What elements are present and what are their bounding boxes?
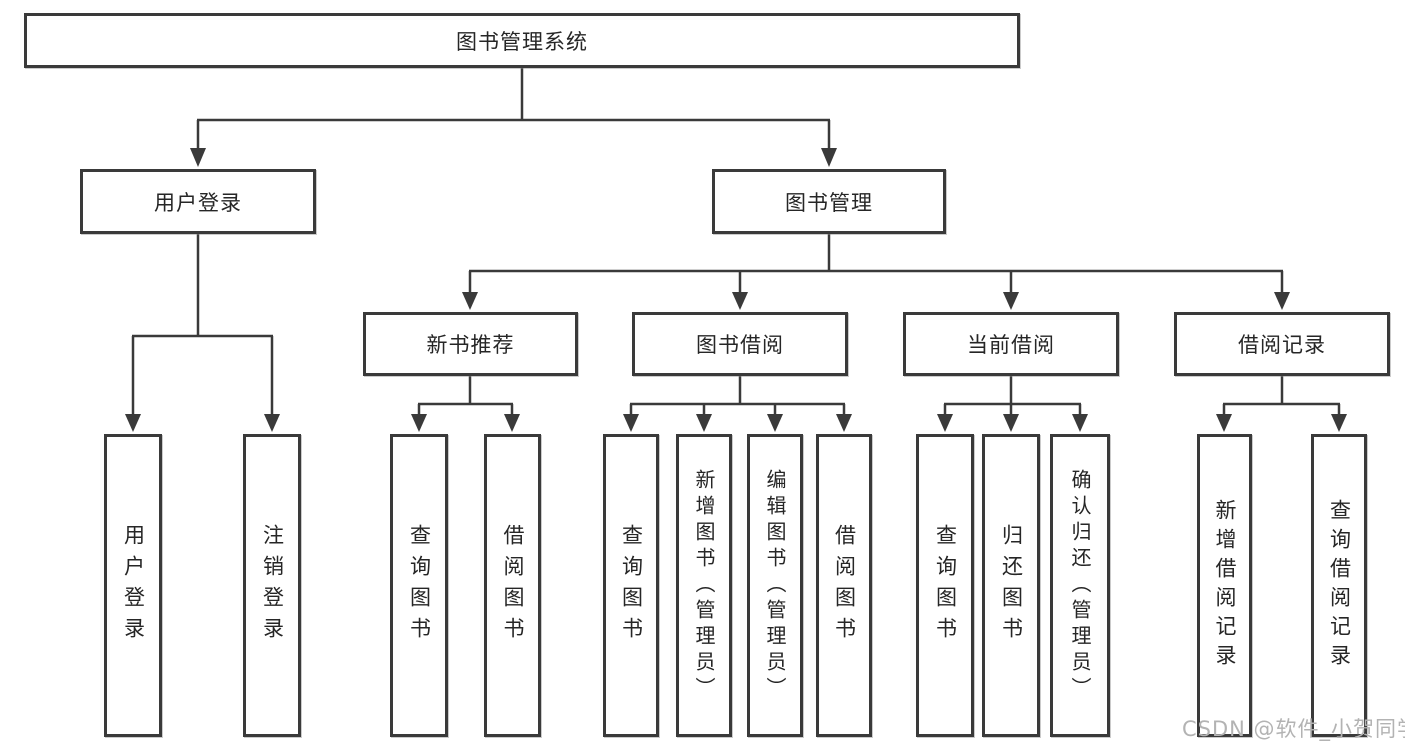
connector-arrows (125, 148, 1347, 432)
node-label: 图书管理 (785, 190, 873, 215)
leaf-return-books: 归还图书 (982, 434, 1040, 737)
node-user-login: 用户登录 (80, 169, 316, 234)
node-label: 查询图书 (933, 523, 958, 648)
node-current-borrow: 当前借阅 (903, 312, 1119, 376)
leaf-query-books-3: 查询图书 (916, 434, 974, 737)
node-label: 注销登录 (260, 523, 285, 648)
leaf-query-books-1: 查询图书 (390, 434, 448, 737)
node-new-book-recommend: 新书推荐 (363, 312, 578, 376)
node-book-management: 图书管理 (712, 169, 946, 234)
node-label: 编辑图书（管理员） (763, 468, 787, 703)
leaf-add-borrow-record: 新增借阅记录 (1197, 434, 1252, 737)
node-label: 查询图书 (619, 523, 644, 648)
leaf-confirm-return-admin: 确认归还（管理员） (1050, 434, 1110, 737)
node-label: 查询借阅记录 (1327, 498, 1352, 673)
node-label: 当前借阅 (967, 333, 1055, 357)
node-label: 图书管理系统 (456, 29, 588, 54)
node-label: 用户登录 (121, 523, 146, 648)
node-label: 查询图书 (407, 523, 432, 648)
leaf-logout: 注销登录 (243, 434, 301, 737)
node-label: 借阅图书 (501, 523, 525, 648)
node-label: 新书推荐 (426, 333, 515, 357)
leaf-borrow-books-1: 借阅图书 (484, 434, 541, 737)
node-label: 用户登录 (154, 190, 242, 215)
leaf-query-books-2: 查询图书 (603, 434, 659, 737)
node-label: 确认归还（管理员） (1068, 468, 1092, 703)
leaf-add-books-admin: 新增图书（管理员） (676, 434, 732, 737)
node-book-borrow: 图书借阅 (632, 312, 848, 376)
node-label: 归还图书 (999, 523, 1024, 648)
node-borrow-records: 借阅记录 (1174, 312, 1390, 376)
leaf-borrow-books-2: 借阅图书 (816, 434, 872, 737)
csdn-watermark: CSDN @软件_小贺同学 (1182, 717, 1405, 741)
leaf-edit-books-admin: 编辑图书（管理员） (747, 434, 803, 737)
node-label: 借阅记录 (1238, 333, 1326, 357)
node-label: 图书借阅 (696, 333, 784, 357)
node-label: 借阅图书 (832, 523, 857, 648)
node-library-management-system: 图书管理系统 (24, 13, 1020, 68)
node-label: 新增借阅记录 (1213, 498, 1237, 673)
leaf-user-login: 用户登录 (104, 434, 162, 737)
leaf-query-borrow-record: 查询借阅记录 (1311, 434, 1367, 737)
node-label: 新增图书（管理员） (692, 468, 716, 703)
